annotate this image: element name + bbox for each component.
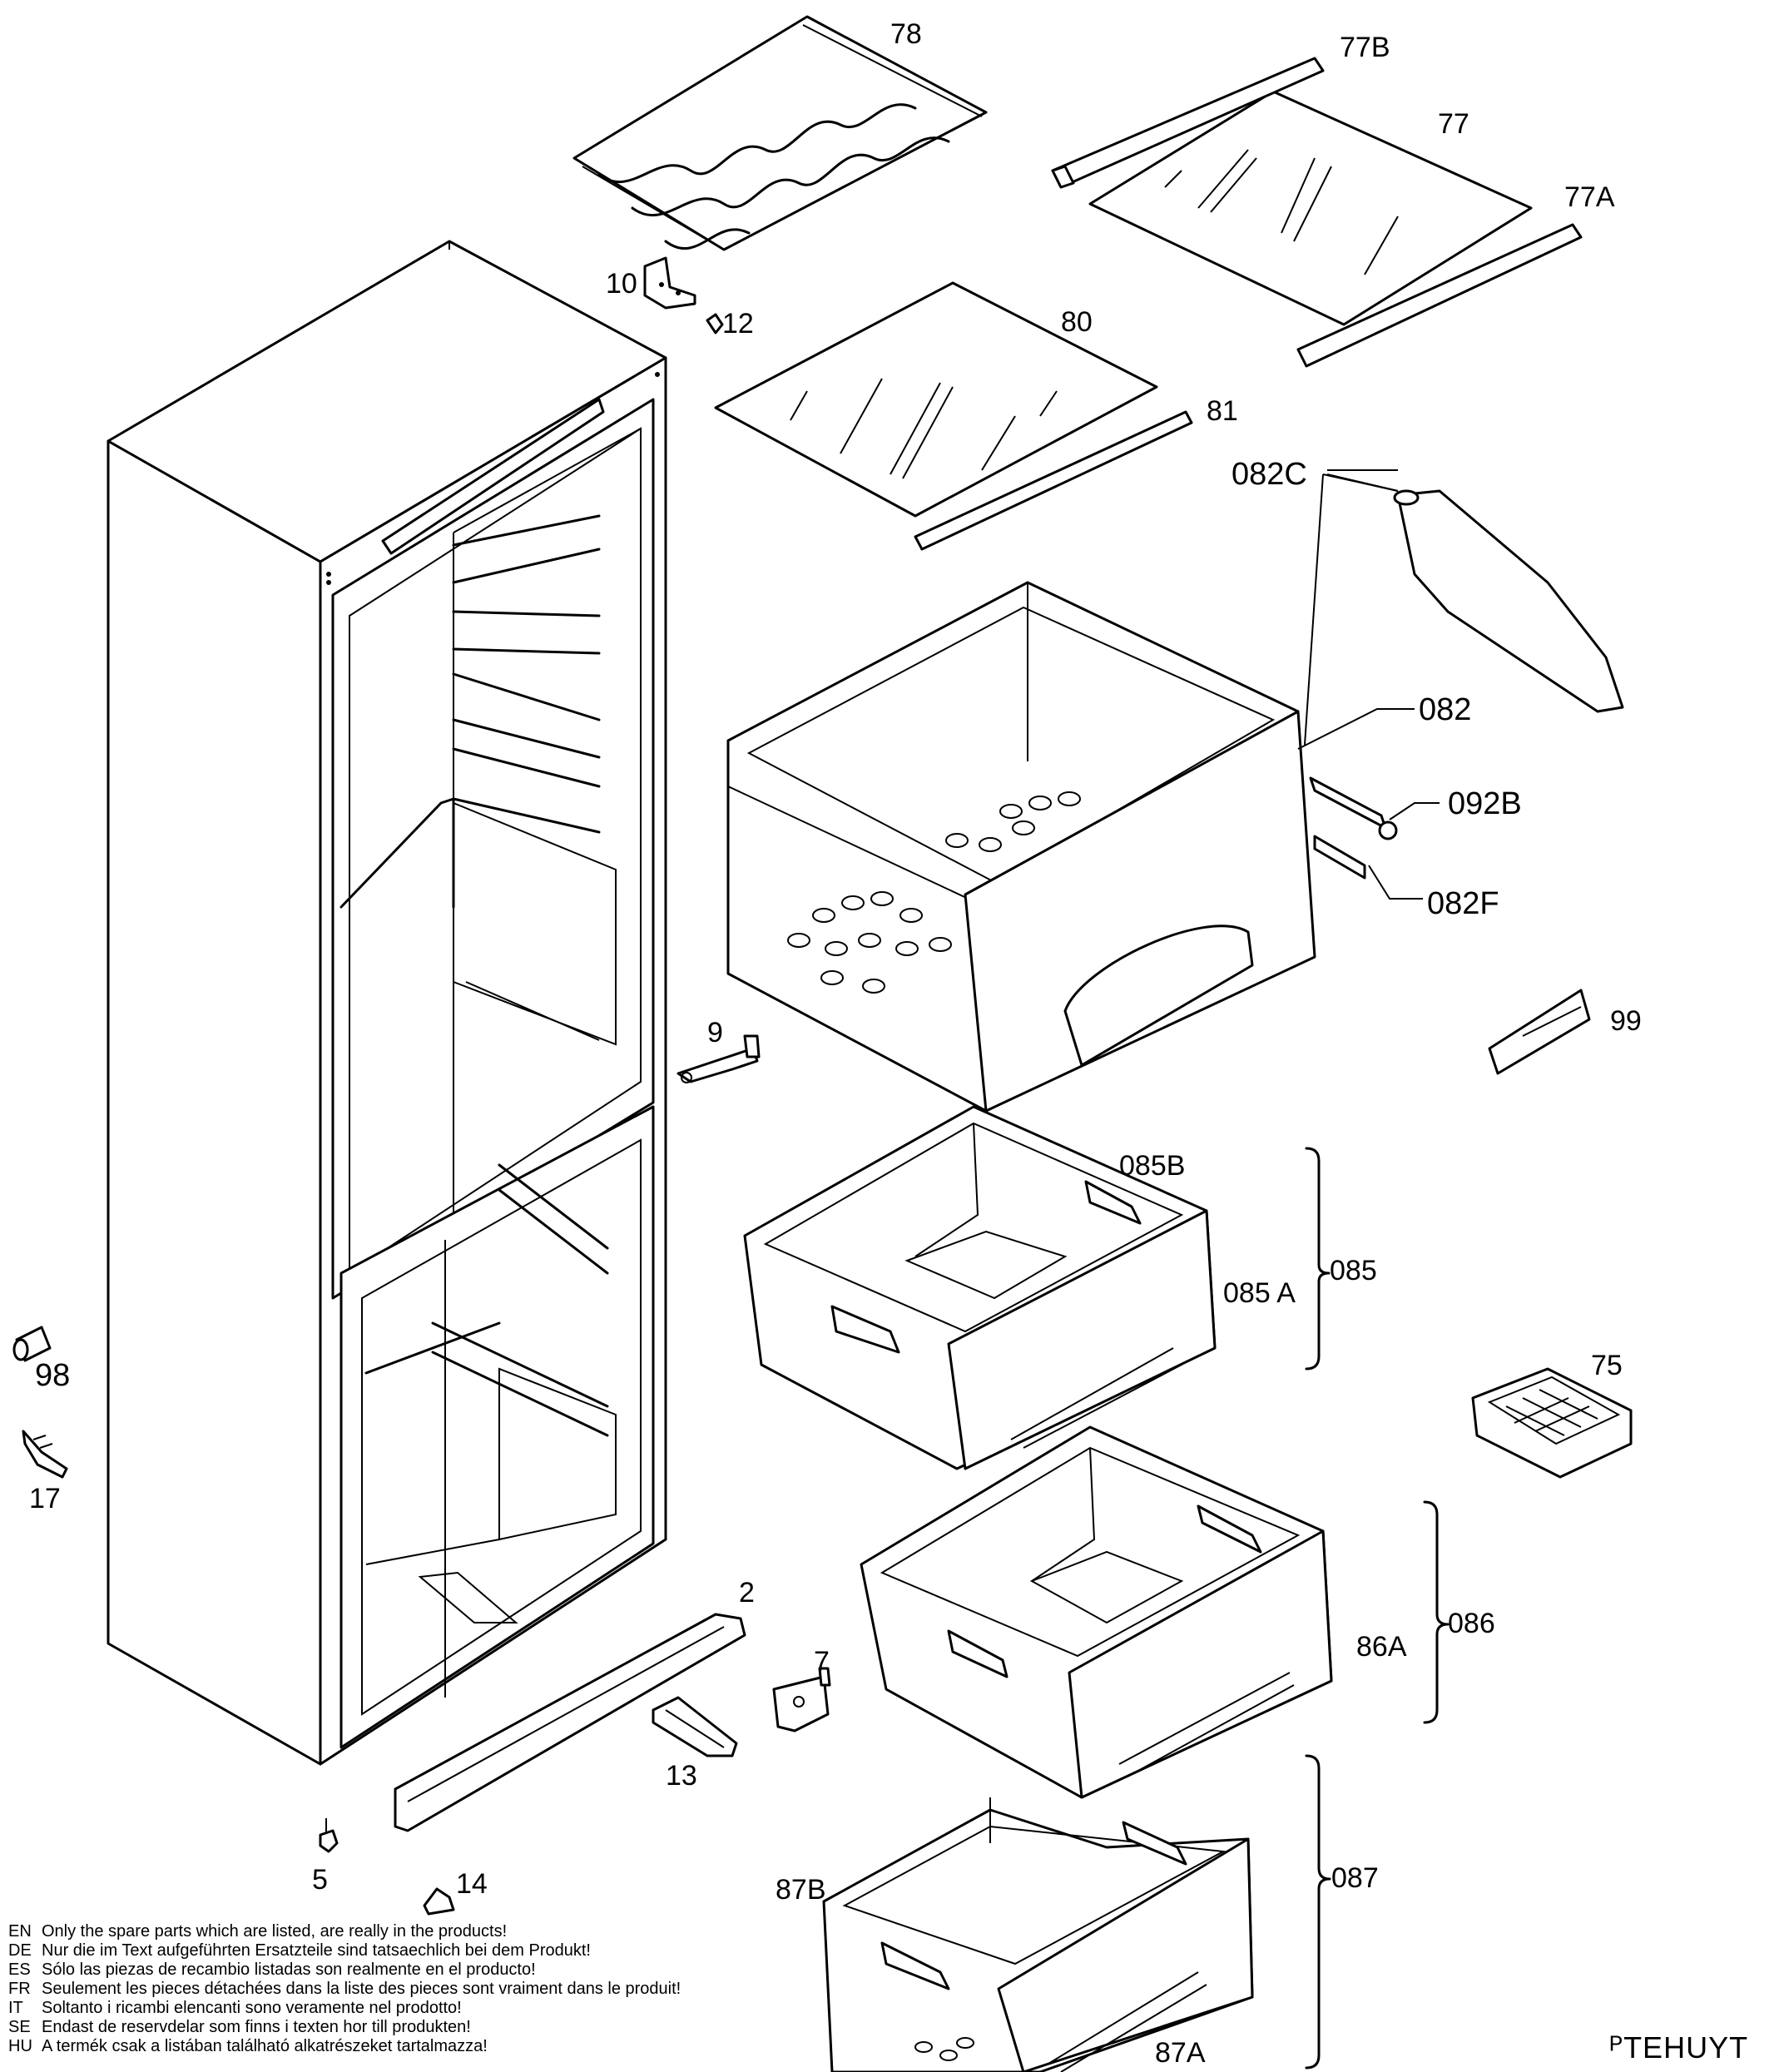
hinge-7 — [772, 1667, 831, 1732]
leader-lines — [1297, 469, 1440, 900]
wine-rack-part — [572, 15, 988, 251]
screw-12 — [706, 313, 724, 335]
freezer-drawer-085 — [743, 1105, 1217, 1470]
label-085A: 085 A — [1223, 1277, 1296, 1309]
brace-087 — [1305, 1754, 1331, 2070]
label-082C: 082C — [1231, 457, 1307, 492]
label-085: 085 — [1330, 1255, 1377, 1286]
label-14: 14 — [456, 1868, 488, 1900]
label-78: 78 — [890, 18, 922, 50]
label-86A: 86A — [1356, 1631, 1407, 1663]
label-2: 2 — [739, 1577, 755, 1609]
label-98: 98 — [35, 1358, 70, 1393]
part-98 — [12, 1326, 52, 1362]
label-13: 13 — [666, 1760, 697, 1792]
tray-holder-99 — [1488, 989, 1591, 1075]
part-labels: 78 77B 77 77A 10 12 80 81 082C 082 092B … — [29, 18, 1642, 2069]
crisper-divider-082C — [1393, 489, 1624, 713]
label-99: 99 — [1610, 1005, 1642, 1037]
bracket-13 — [652, 1696, 738, 1757]
label-085B: 085B — [1119, 1150, 1185, 1182]
drawer-087-holes — [914, 2037, 974, 2061]
label-87A: 87A — [1155, 2037, 1206, 2069]
part-17 — [22, 1430, 68, 1479]
brand-mark: ᴾTEHUYT — [1610, 2030, 1749, 2065]
shelf-guides-lower — [364, 1163, 609, 1437]
label-5: 5 — [312, 1864, 328, 1896]
label-80: 80 — [1061, 306, 1093, 338]
label-87B: 87B — [776, 1874, 826, 1906]
label-81: 81 — [1207, 395, 1238, 427]
label-082F: 082F — [1427, 886, 1499, 921]
label-75: 75 — [1591, 1350, 1623, 1381]
label-9: 9 — [707, 1017, 723, 1048]
label-7: 7 — [814, 1646, 830, 1678]
shelf-trim-81 — [914, 410, 1193, 551]
hinge-bracket-10 — [643, 256, 696, 310]
label-17: 17 — [29, 1483, 61, 1514]
clip-14 — [423, 1887, 455, 1916]
freezer-drawer-086 — [860, 1425, 1333, 1799]
shelf-trim-77A — [1296, 223, 1583, 368]
fridge-cabinet — [107, 240, 667, 1766]
screw-5 — [319, 1818, 339, 1853]
freezer-drawer-087 — [822, 1797, 1254, 2072]
label-10: 10 — [606, 268, 637, 300]
label-087: 087 — [1331, 1862, 1379, 1894]
shelf-guides-upper — [452, 514, 601, 834]
hinge-9 — [676, 1034, 761, 1083]
shelf-trim-77B — [1051, 57, 1325, 189]
crisper-vent-holes — [787, 791, 1081, 994]
label-082: 082 — [1419, 692, 1471, 727]
label-77B: 77B — [1340, 32, 1390, 63]
crisper-drawer-082 — [726, 581, 1316, 1113]
ice-tray-75 — [1471, 1367, 1633, 1479]
label-092B: 092B — [1448, 786, 1522, 821]
slide-rail-092B — [1309, 776, 1398, 840]
glass-shelf-80 — [714, 281, 1158, 518]
label-086: 086 — [1448, 1608, 1495, 1639]
label-77A: 77A — [1564, 181, 1615, 213]
brace-085 — [1305, 1147, 1331, 1371]
slide-rail-082F — [1313, 835, 1366, 880]
kickplate-2 — [394, 1613, 746, 1832]
label-12: 12 — [722, 308, 754, 340]
label-leaders — [1322, 473, 1399, 492]
glass-shelf-77 — [1088, 90, 1533, 326]
brace-086 — [1423, 1500, 1450, 1724]
label-77: 77 — [1438, 108, 1469, 140]
